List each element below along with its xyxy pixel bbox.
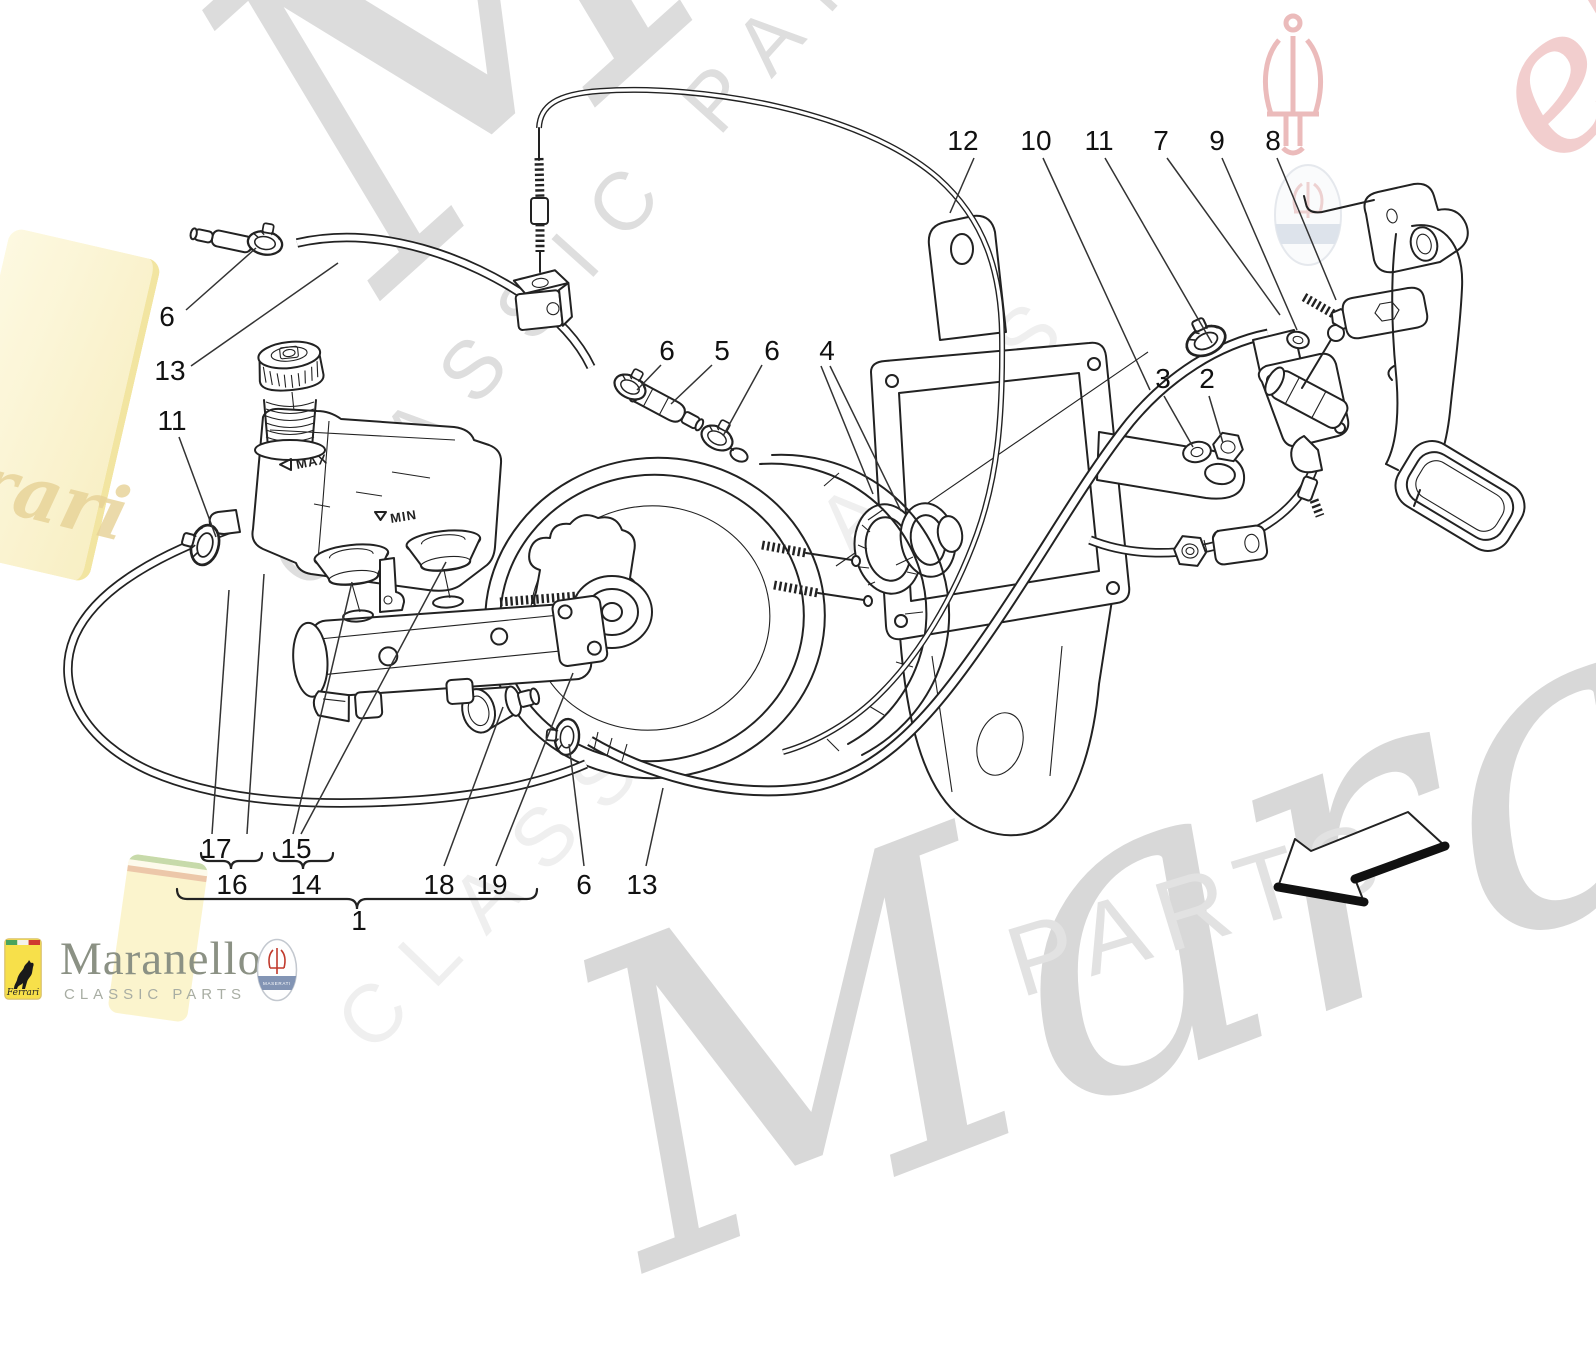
servo-seal-rings [853,502,964,595]
maserati-badge-text: MASERATI [263,981,291,986]
callout-10[interactable]: 10 [1020,125,1052,156]
pedal-pad [1394,440,1526,552]
maranello-classic-parts-logo: Ferrari Maranello CLASSIC PARTS MASERATI [4,933,314,1004]
callout-12[interactable]: 12 [947,125,979,156]
logo-brand-text: Maranello [60,933,263,985]
ferrari-badge-text: Ferrari [6,988,39,998]
reservoir-min-label: MIN [389,507,418,526]
leader-lines [178,157,1337,867]
callout-18[interactable]: 18 [423,869,455,900]
callout-9[interactable]: 9 [1209,125,1225,156]
direction-arrow [1273,811,1450,907]
callout-5[interactable]: 5 [714,335,730,366]
grouping-braces [175,851,539,910]
pedal-assembly [1303,182,1526,552]
reservoir-max-label: MAX [295,451,329,472]
callout-11-left[interactable]: 11 [157,405,187,436]
clutch-master-cylinder [1252,293,1354,518]
brake-system-diagram: MAX MIN [63,86,1526,910]
washer [1286,330,1310,350]
fasteners-right [1173,431,1269,567]
maserati-badge-watermark [1274,164,1342,266]
junction-block [512,269,573,331]
reservoir-grommets [313,529,482,613]
callout-1[interactable]: 1 [351,905,367,936]
callout-6-mid2[interactable]: 6 [764,335,780,366]
callout-4[interactable]: 4 [819,335,835,366]
callout-7[interactable]: 7 [1153,125,1169,156]
callout-16[interactable]: 16 [216,869,248,900]
trident-watermark [1262,13,1324,156]
callout-14[interactable]: 14 [290,869,322,900]
reservoir-cap [257,340,325,392]
callout-6-mid[interactable]: 6 [659,335,675,366]
callout-17[interactable]: 17 [200,833,232,864]
hose-elbow-fitting [189,227,254,254]
callout-15[interactable]: 15 [280,833,312,864]
brake-fluid-reservoir: MAX MIN [251,340,503,613]
callout-13-bottom[interactable]: 13 [626,869,658,900]
reservoir-hose-left [63,509,588,808]
reservoir-hose-top [189,227,596,370]
callout-8[interactable]: 8 [1265,125,1281,156]
callout-2[interactable]: 2 [1199,363,1215,394]
cable-adjuster [512,127,573,331]
logo-tagline-text: CLASSIC PARTS [64,986,246,1003]
callout-3[interactable]: 3 [1155,363,1171,394]
ferrari-badge: Ferrari [4,938,42,1000]
maserati-badge: MASERATI [256,938,298,1002]
clutch-pipe [536,86,1006,755]
callout-19[interactable]: 19 [476,869,508,900]
callout-6-bottom[interactable]: 6 [576,869,592,900]
callout-13-left[interactable]: 13 [154,355,186,386]
callout-6-left[interactable]: 6 [159,301,175,332]
callout-11[interactable]: 11 [1084,125,1114,156]
maserati-trident-icon [268,948,286,974]
brake-servo [461,440,951,780]
servo-hose-bottom [587,328,1270,797]
master-cylinder [292,595,609,723]
